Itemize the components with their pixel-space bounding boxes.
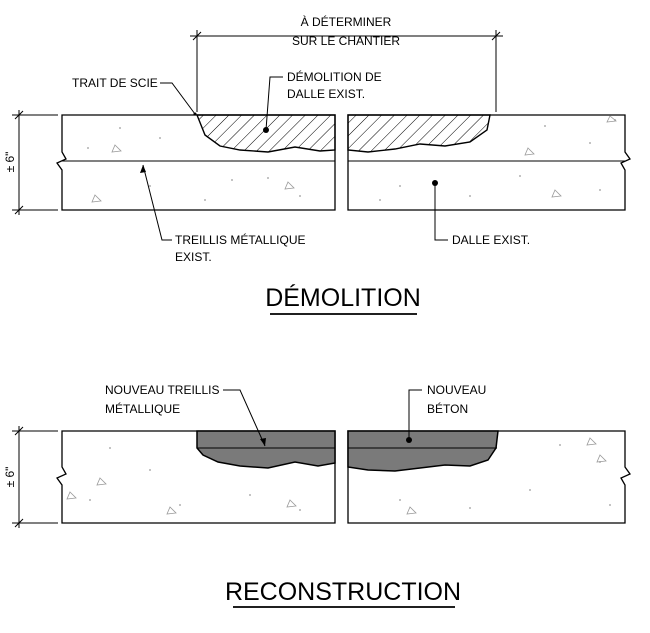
mesh-label-line1: TREILLIS MÉTALLIQUE bbox=[175, 232, 305, 247]
demolition-leader bbox=[265, 76, 283, 131]
new-mesh-label-line1: NOUVEAU TREILLIS bbox=[105, 383, 219, 397]
thickness-label-reconstruction: ± 6" bbox=[3, 467, 17, 488]
mesh-label-line2: EXIST. bbox=[175, 250, 212, 264]
demolition-title: DÉMOLITION bbox=[265, 283, 421, 312]
demolition-label-line2: DALLE EXIST. bbox=[287, 87, 365, 101]
demolition-label-line1: DÉMOLITION DE bbox=[287, 69, 382, 84]
new-mesh-leader bbox=[223, 389, 266, 447]
field-dimension: À DÉTERMINER SUR LE CHANTIER bbox=[190, 14, 503, 112]
demolition-detail: ± 6" À DÉTERMINER SUR LE CHANTIER TRAIT … bbox=[3, 14, 631, 315]
slab-label: DALLE EXIST. bbox=[452, 233, 530, 247]
thickness-dimension-reconstruction: ± 6" bbox=[3, 426, 58, 528]
reconstruction-detail: ± 6" NOUVEAU TREILLIS MÉTALLIQUE NOUVEAU… bbox=[3, 383, 631, 608]
dimension-label-line1: À DÉTERMINER bbox=[301, 14, 392, 29]
new-concrete-left bbox=[196, 430, 336, 469]
saw-cut-leader bbox=[160, 82, 196, 115]
thickness-label-demolition: ± 6" bbox=[3, 152, 17, 173]
new-concrete-label-line1: NOUVEAU bbox=[427, 383, 486, 397]
saw-cut-label: TRAIT DE SCIE bbox=[72, 76, 158, 90]
reconstruction-title: RECONSTRUCTION bbox=[225, 578, 461, 606]
new-mesh-label-line2: MÉTALLIQUE bbox=[105, 401, 180, 416]
new-concrete-leader bbox=[408, 389, 422, 440]
thickness-dimension-demolition: ± 6" bbox=[3, 110, 58, 215]
demolition-zone-right bbox=[347, 114, 491, 153]
dimension-label-line2: SUR LE CHANTIER bbox=[292, 34, 400, 48]
aggregate-texture-demolition bbox=[87, 115, 617, 203]
mesh-leader bbox=[142, 164, 172, 241]
new-concrete-right bbox=[347, 430, 499, 472]
slab-leader bbox=[434, 183, 448, 241]
aggregate-texture-reconstruction bbox=[66, 437, 611, 515]
demolition-zone-left bbox=[195, 114, 336, 153]
new-concrete-label-line2: BÉTON bbox=[427, 401, 468, 416]
